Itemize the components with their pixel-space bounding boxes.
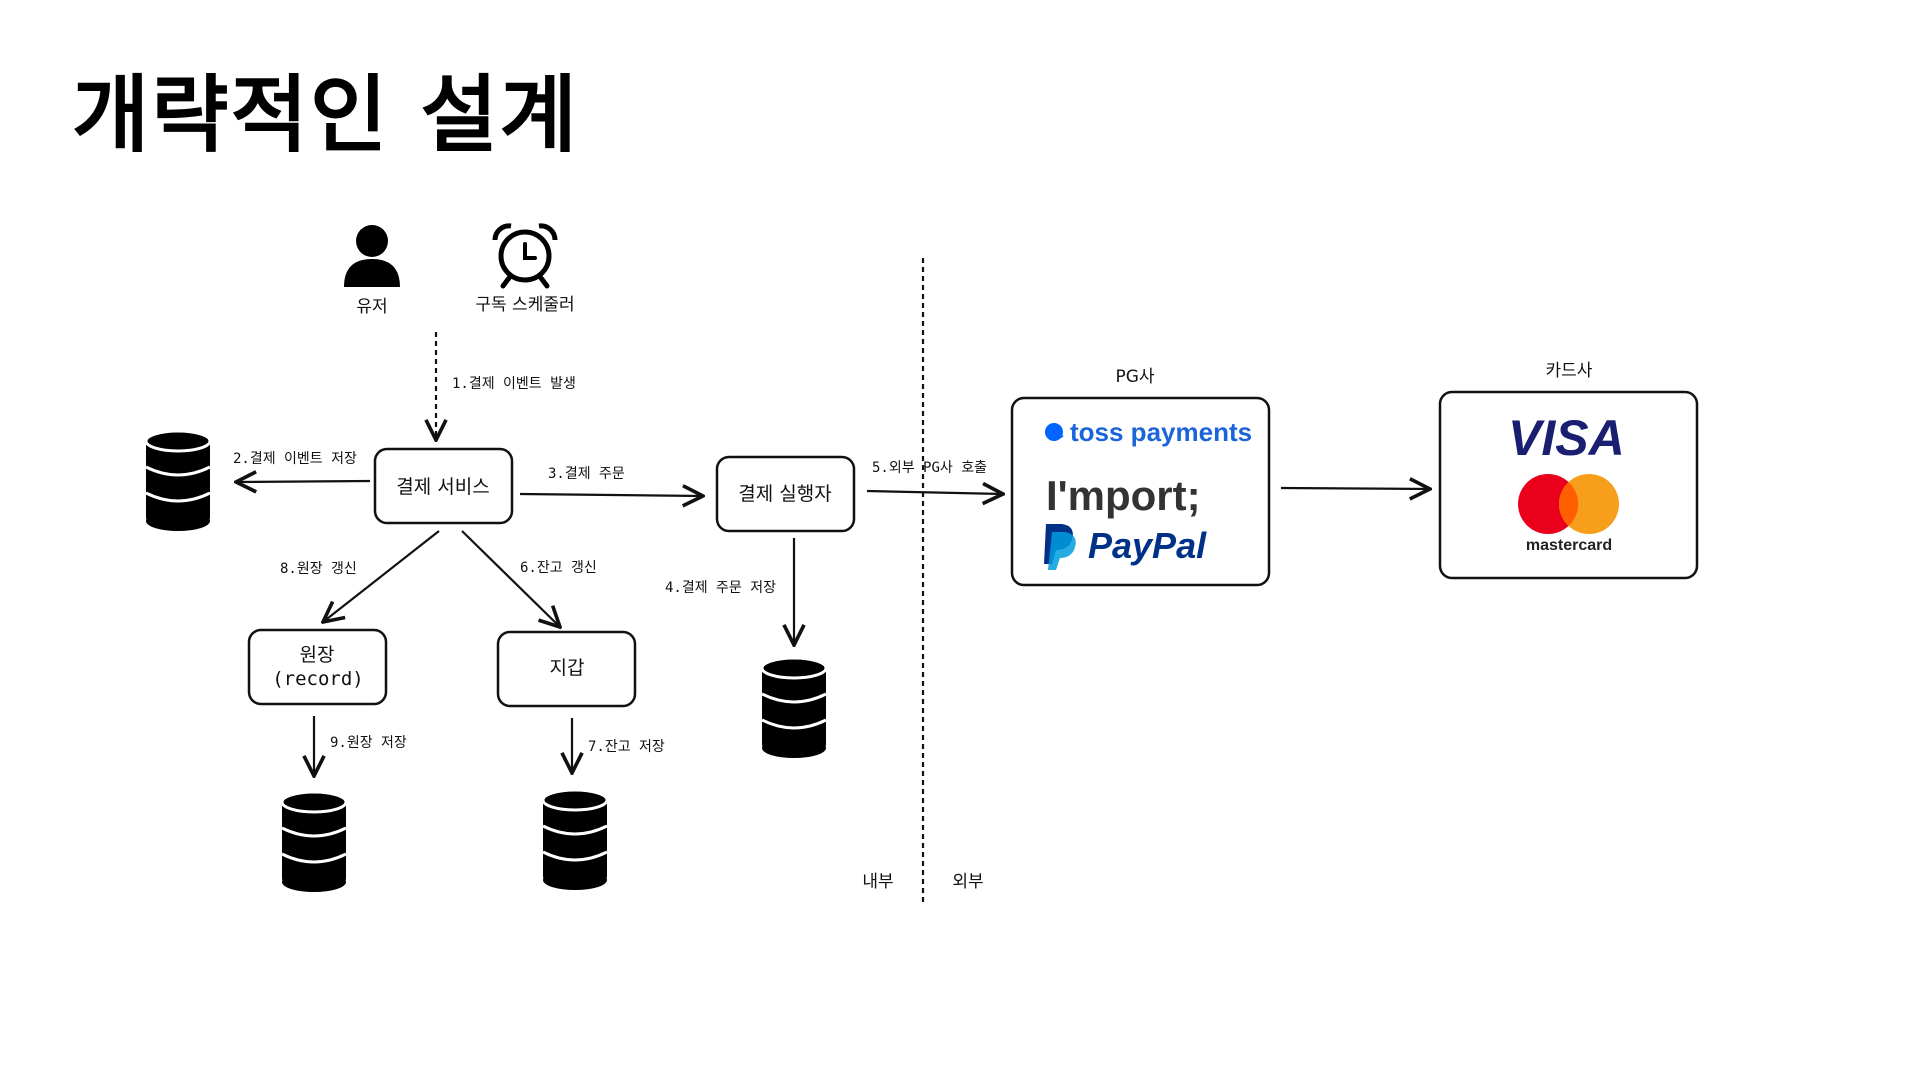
edge-7-label: 7.잔고 저장	[588, 739, 665, 755]
edge-6	[461, 530, 560, 627]
edge-3-label: 3.결제 주문	[548, 466, 625, 482]
edge-1-label: 1.결제 이벤트 발생	[452, 376, 576, 392]
ledger-label: 원장	[300, 644, 335, 666]
payment-executor-label: 결제 실행자	[738, 483, 831, 505]
edge-8	[323, 530, 440, 622]
edge-pg-to-card	[1280, 488, 1430, 489]
payment-service-label: 결제 서비스	[396, 476, 489, 498]
edge-5-label: 5.외부 PG사 호출	[872, 460, 987, 476]
payment-executor-node	[715, 455, 856, 533]
edge-2	[236, 481, 371, 482]
user-icon	[344, 225, 400, 287]
pg-node	[1010, 396, 1271, 587]
ledger-node	[247, 628, 388, 706]
svg-text:PayPal: PayPal	[1088, 525, 1207, 566]
paypal-logo: PayPal	[1044, 524, 1207, 570]
edge-3	[519, 494, 703, 496]
database-icon	[144, 429, 212, 533]
edge-9-label: 9.원장 저장	[330, 735, 407, 751]
database-icon	[541, 788, 609, 892]
edge-2-label: 2.결제 이벤트 저장	[233, 451, 357, 467]
external-label: 외부	[952, 872, 983, 892]
alarm-clock-icon	[492, 223, 558, 289]
pg-heading: PG사	[1115, 367, 1154, 387]
wallet-node	[496, 630, 637, 708]
edge-8-label: 8.원장 갱신	[280, 561, 357, 577]
svg-text:toss payments: toss payments	[1070, 417, 1252, 447]
scheduler-label: 구독 스케줄러	[475, 295, 574, 315]
visa-logo: VISA	[1508, 410, 1625, 466]
import-logo: I'mport;	[1046, 472, 1201, 519]
edge-4-label: 4.결제 주문 저장	[665, 580, 776, 596]
internal-label: 내부	[862, 872, 893, 892]
database-icon	[760, 656, 828, 760]
mastercard-logo: mastercard	[1518, 474, 1619, 554]
toss-logo: toss payments	[1045, 417, 1252, 447]
ledger-sublabel: (record)	[272, 668, 364, 690]
wallet-label: 지갑	[550, 657, 585, 679]
card-heading: 카드사	[1546, 361, 1593, 381]
page-title: 개략적인 설계	[72, 66, 579, 164]
edge-5	[866, 491, 1003, 494]
payment-service-node	[373, 447, 514, 525]
database-icon	[280, 790, 348, 894]
user-label: 유저	[356, 297, 387, 317]
edge-6-label: 6.잔고 갱신	[520, 560, 597, 576]
svg-text:mastercard: mastercard	[1526, 537, 1612, 554]
